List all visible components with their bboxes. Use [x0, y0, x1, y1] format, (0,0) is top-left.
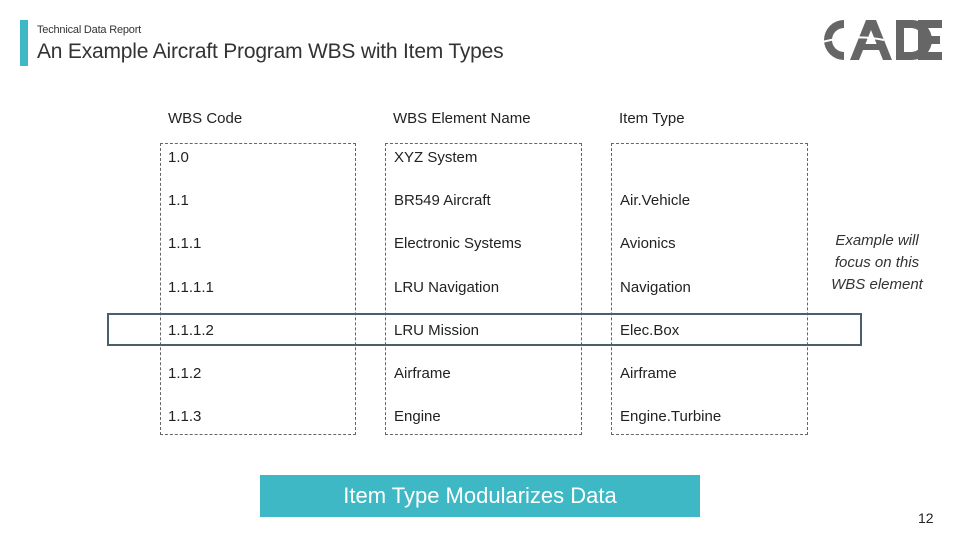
header-wbs-element-name: WBS Element Name — [393, 110, 531, 127]
row-5-type: Elec.Box — [620, 322, 680, 339]
row-7-code: 1.1.3 — [168, 408, 202, 425]
row-3-name: Electronic Systems — [394, 235, 522, 252]
callout-note: Example will focus on this WBS element — [831, 232, 923, 293]
row-5-code: 1.1.1.2 — [168, 322, 214, 339]
row-6-type: Airframe — [620, 365, 677, 382]
row-3-type: Avionics — [620, 235, 676, 252]
row-2-code: 1.1 — [168, 192, 189, 209]
row-6-name: Airframe — [394, 365, 451, 382]
row-2-name: BR549 Aircraft — [394, 192, 491, 209]
page-number: 12 — [918, 510, 934, 526]
row-6-code: 1.1.2 — [168, 365, 202, 382]
item-type-column-box — [611, 143, 808, 435]
header-subtitle: Technical Data Report — [37, 24, 142, 36]
row-1-name: XYZ System — [394, 149, 478, 166]
header-wbs-code: WBS Code — [168, 110, 243, 127]
row-3-code: 1.1.1 — [168, 235, 202, 252]
row-2-type: Air.Vehicle — [620, 192, 691, 209]
cade-logo — [814, 16, 944, 64]
wbs-code-column-box — [160, 143, 356, 435]
row-1-code: 1.0 — [168, 149, 189, 166]
highlighted-row-box — [107, 313, 862, 346]
row-7-type: Engine.Turbine — [620, 408, 722, 425]
row-5-name: LRU Mission — [394, 322, 480, 339]
row-7-name: Engine — [394, 408, 441, 425]
bottom-banner: Item Type Modularizes Data — [260, 475, 700, 517]
wbs-element-name-column-box — [385, 143, 582, 435]
row-4-code: 1.1.1.1 — [168, 279, 214, 296]
page-title: An Example Aircraft Program WBS with Ite… — [37, 40, 504, 63]
header-item-type: Item Type — [619, 110, 685, 127]
row-4-name: LRU Navigation — [394, 279, 500, 296]
row-4-type: Navigation — [620, 279, 691, 296]
accent-bar — [20, 20, 28, 66]
